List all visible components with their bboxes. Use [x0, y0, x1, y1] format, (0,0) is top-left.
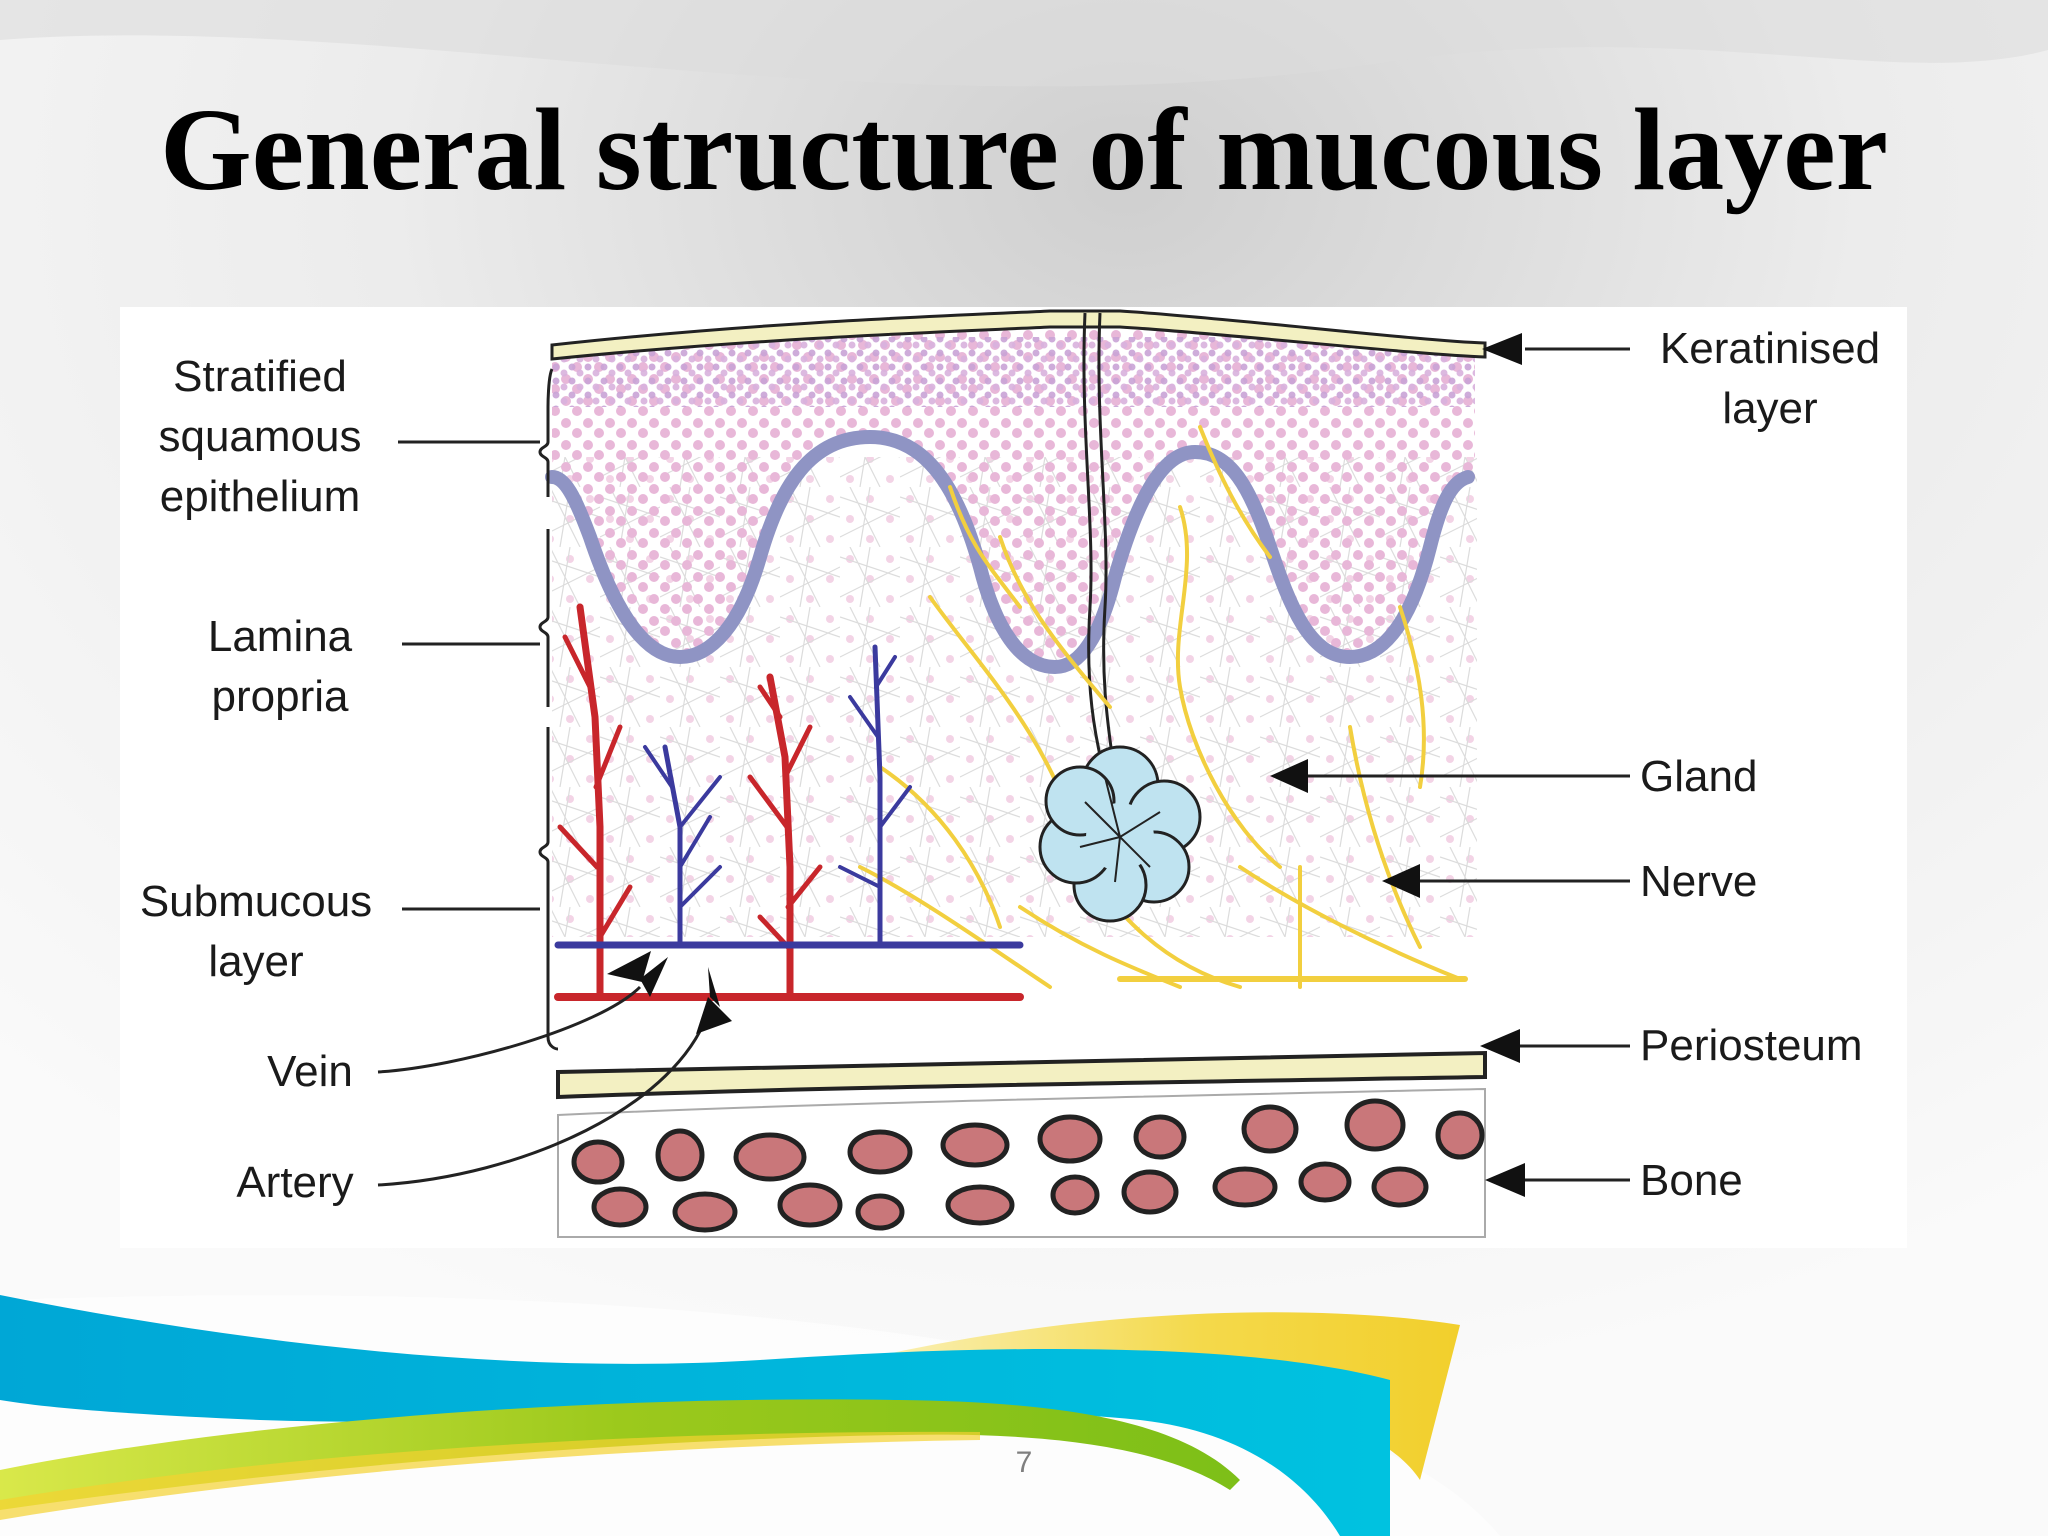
periosteum [556, 1050, 1487, 1100]
vein-arrowhead [607, 951, 651, 982]
nerve-fibers [858, 425, 1468, 989]
gland-arrowhead [1270, 759, 1308, 793]
keratinised-layer [550, 309, 1487, 361]
gland [1038, 745, 1202, 923]
basement-membrane [545, 429, 1475, 675]
slide-title: General structure of mucous layer [159, 84, 1889, 215]
mucous-layer-diagram: Stratified squamous epithelium Lamina pr… [120, 307, 1907, 1248]
swoosh-blue [0, 1295, 1390, 1536]
label-lamina-propria: Lamina propria [207, 612, 353, 721]
arteries [554, 603, 1024, 1001]
gland-duct [1082, 312, 1107, 778]
label-vein: Vein [267, 1047, 353, 1096]
bone [557, 1087, 1486, 1238]
layer-bracket [538, 368, 559, 1051]
label-artery: Artery [236, 1158, 354, 1207]
veins [554, 644, 1024, 949]
label-bone: Bone [1640, 1156, 1743, 1205]
periosteum-arrowhead [1480, 1029, 1520, 1063]
artery-arrowhead [696, 997, 732, 1034]
label-gland: Gland [1640, 752, 1758, 801]
label-submucous-layer: Submucous layer [139, 877, 373, 986]
label-periosteum: Periosteum [1640, 1021, 1863, 1070]
bone-arrowhead [1485, 1163, 1525, 1197]
keratinised-arrowhead [1482, 333, 1522, 365]
label-keratinised-layer: Keratinised layer [1659, 324, 1881, 433]
nerve-arrowhead [1382, 864, 1420, 898]
swoosh-green [0, 1399, 1240, 1510]
label-stratified-squamous-epithelium: Stratified squamous epithelium [158, 352, 362, 521]
label-nerve: Nerve [1640, 857, 1758, 906]
stratified-squamous-epithelium [552, 319, 1475, 667]
page-number: 7 [1015, 1446, 1033, 1479]
